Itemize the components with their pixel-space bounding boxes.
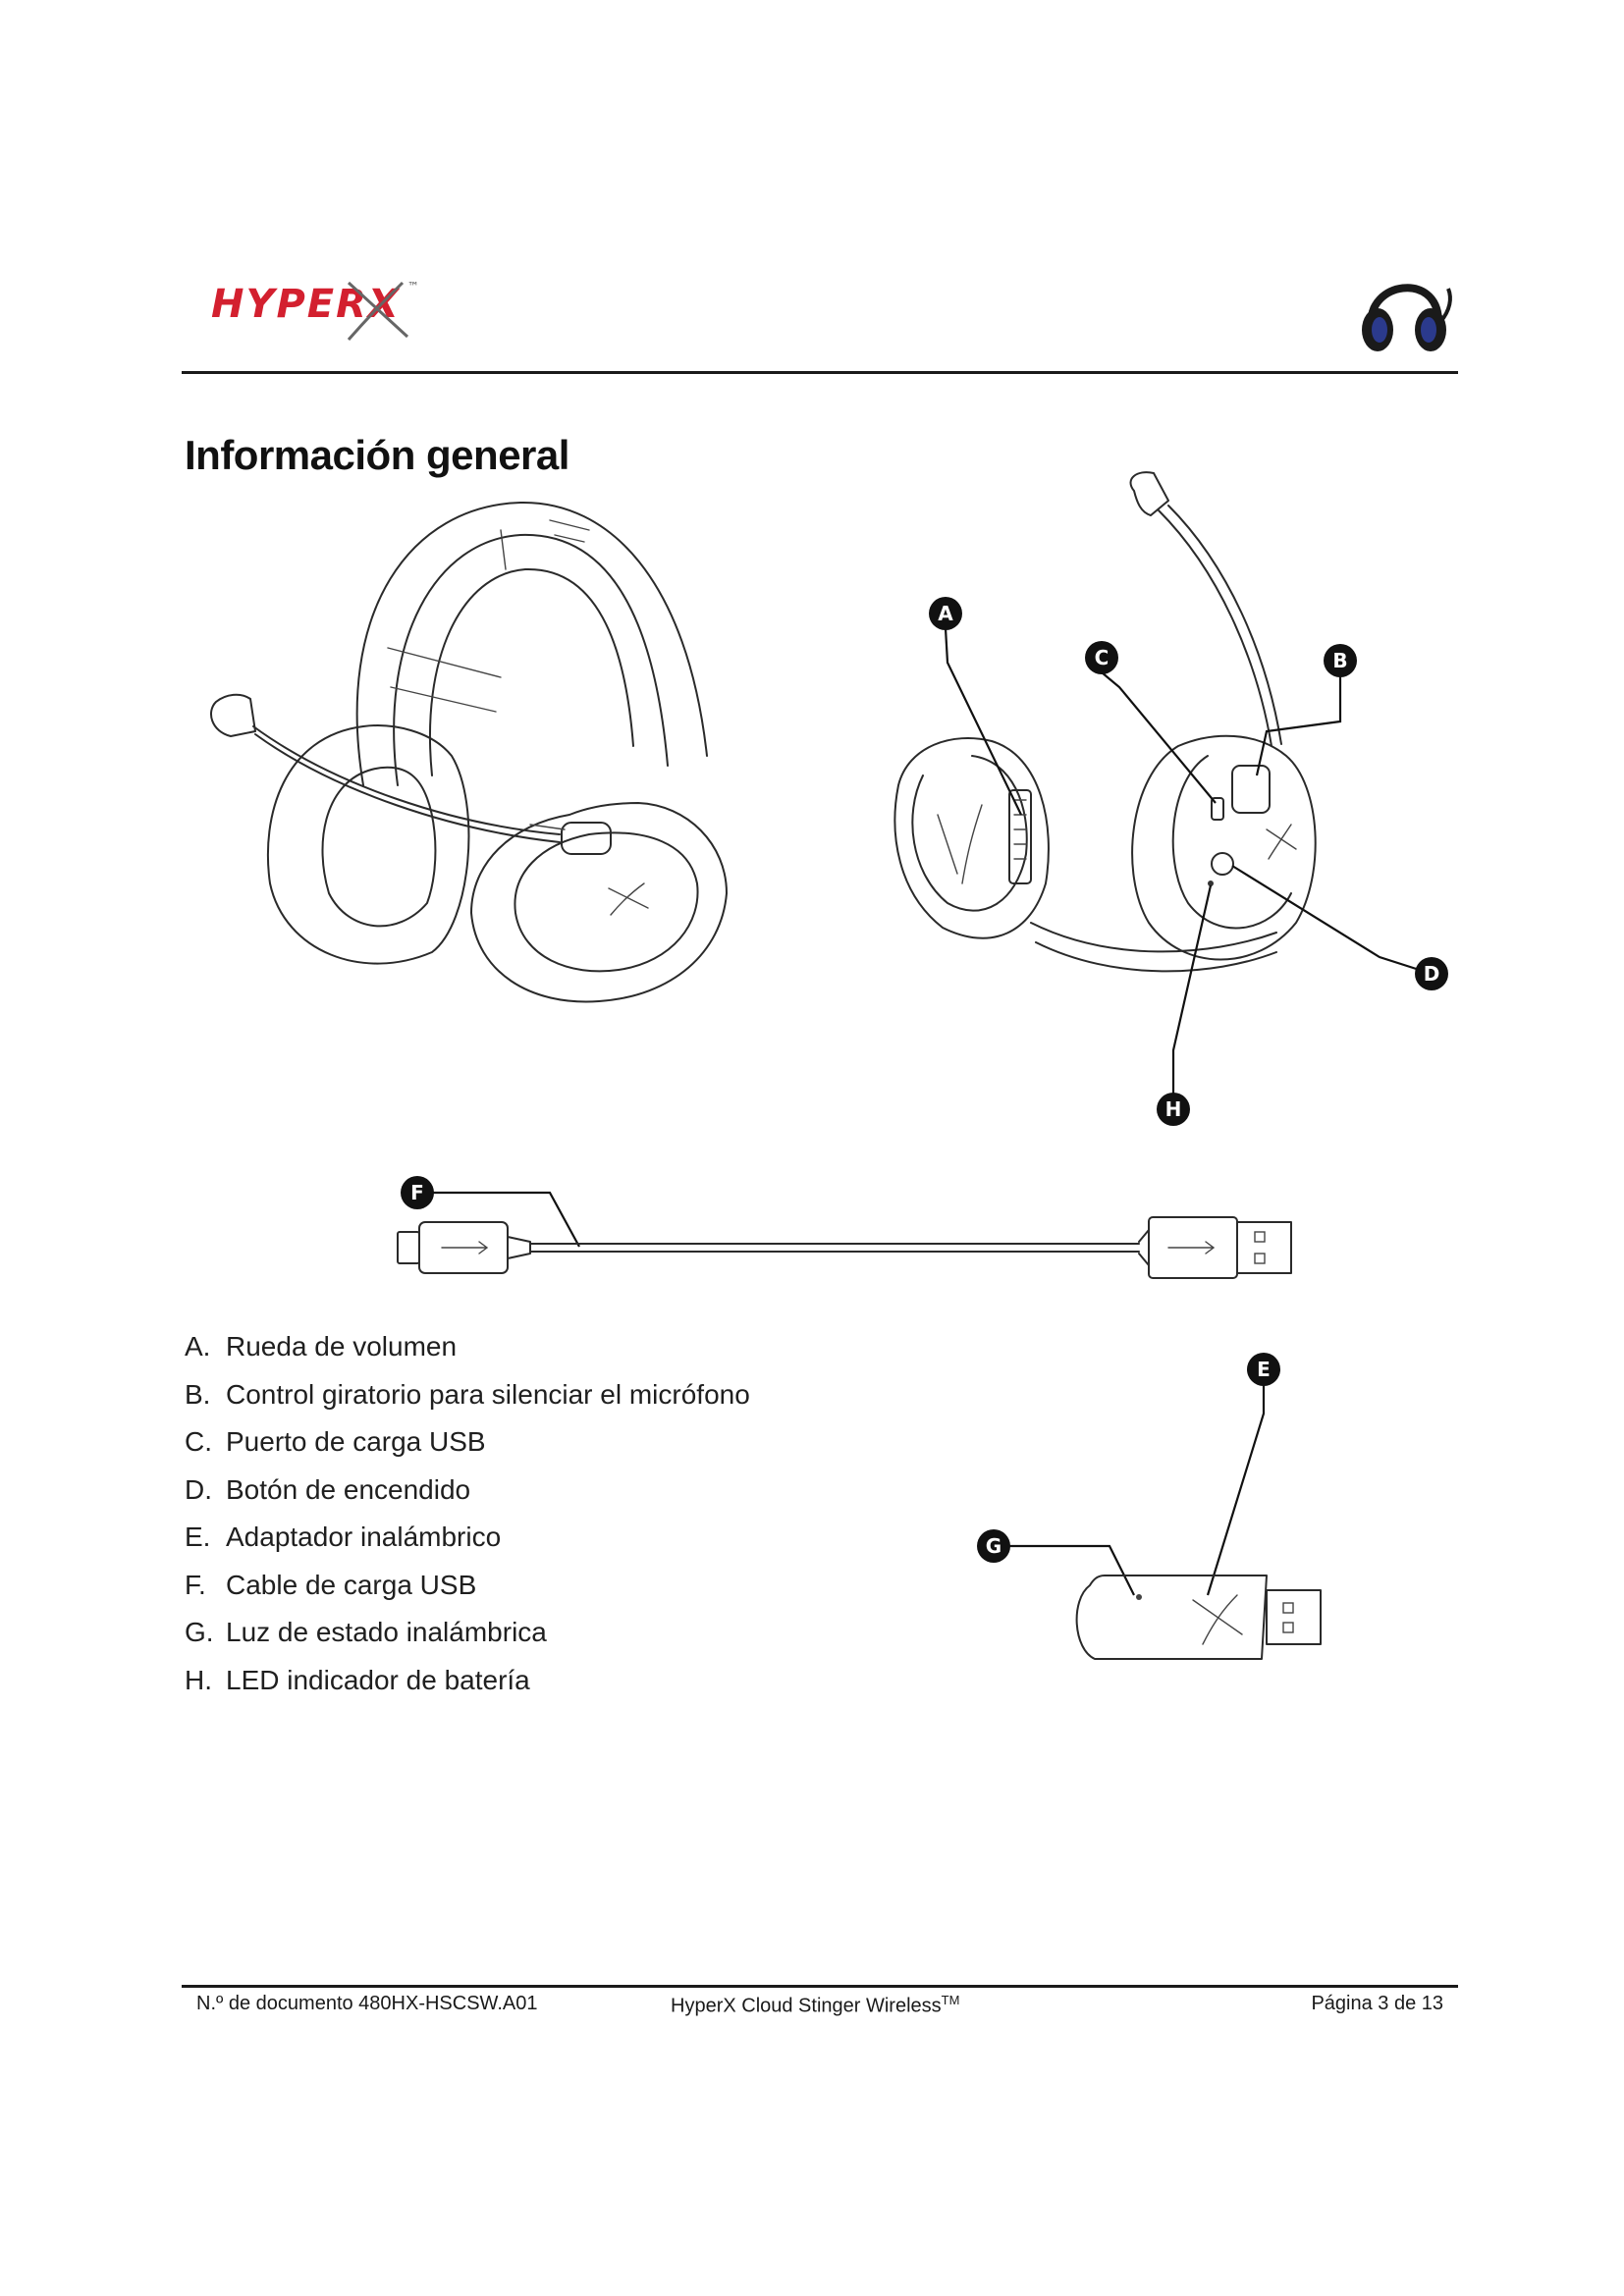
svg-text:C: C bbox=[1095, 646, 1110, 669]
callout-b: B bbox=[1324, 644, 1357, 677]
svg-text:A: A bbox=[938, 602, 953, 625]
legend-item-a: A.Rueda de volumen bbox=[185, 1331, 458, 1362]
callout-f: F bbox=[401, 1176, 434, 1209]
hyperx-logo-x-swoosh bbox=[347, 281, 409, 341]
footer-divider bbox=[182, 1985, 1458, 1988]
hyperx-logo-trademark: ™ bbox=[407, 280, 419, 294]
svg-text:G: G bbox=[986, 1534, 1001, 1558]
component-legend: A.Rueda de volumen B.Control giratorio p… bbox=[185, 1323, 750, 1704]
headset-side-illustration bbox=[210, 501, 728, 1003]
headset-controls-illustration: A C B D H bbox=[893, 471, 1448, 1126]
hyperx-logo: HYPERX ™ bbox=[211, 280, 419, 341]
svg-text:F: F bbox=[410, 1181, 424, 1204]
header-divider bbox=[182, 371, 1458, 374]
callout-a: A bbox=[929, 597, 962, 630]
legend-item-e: E.Adaptador inalámbrico bbox=[185, 1522, 502, 1552]
footer-product-name: HyperX Cloud Stinger WirelessTM bbox=[671, 1993, 960, 2017]
callout-g: G bbox=[977, 1529, 1010, 1563]
callout-c: C bbox=[1085, 641, 1118, 674]
legend-item-b: B.Control giratorio para silenciar el mi… bbox=[185, 1378, 750, 1410]
legend-item-h: H.LED indicador de batería bbox=[185, 1664, 530, 1695]
svg-text:H: H bbox=[1165, 1097, 1182, 1121]
callout-h: H bbox=[1157, 1093, 1190, 1126]
footer-page-number: Página 3 de 13 bbox=[1311, 1993, 1443, 2014]
callout-d: D bbox=[1415, 957, 1448, 990]
callout-e: E bbox=[1247, 1353, 1280, 1386]
legend-item-f: F.Cable de carga USB bbox=[185, 1569, 477, 1600]
headset-thumbnail-icon bbox=[1362, 284, 1452, 351]
usb-cable-illustration: F bbox=[397, 1176, 1292, 1279]
legend-item-c: C.Puerto de carga USB bbox=[185, 1426, 486, 1457]
section-title: Información general bbox=[185, 432, 569, 478]
svg-text:D: D bbox=[1424, 962, 1440, 986]
footer-document-number: N.º de documento 480HX-HSCSW.A01 bbox=[196, 1993, 538, 2014]
legend-item-d: D.Botón de encendido bbox=[185, 1473, 471, 1505]
wireless-adapter-illustration: E G bbox=[977, 1353, 1322, 1660]
svg-text:B: B bbox=[1332, 649, 1347, 672]
svg-text:E: E bbox=[1257, 1358, 1271, 1381]
legend-item-g: G.Luz de estado inalámbrica bbox=[185, 1617, 547, 1647]
